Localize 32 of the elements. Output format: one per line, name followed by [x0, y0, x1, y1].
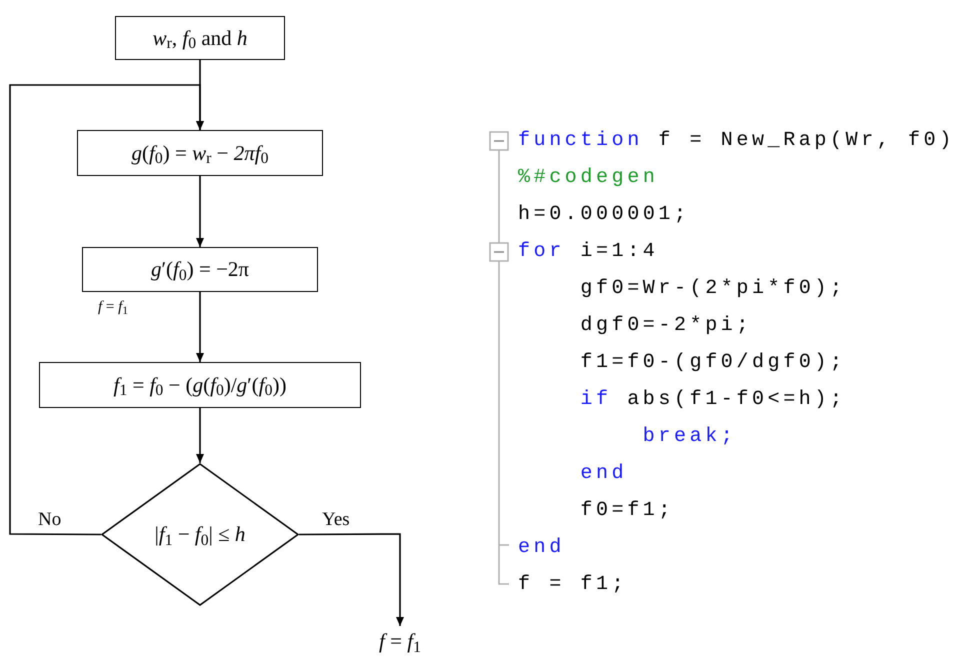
edge-label: f = f$_{1}$	[98, 300, 128, 315]
code-text: for	[518, 242, 565, 262]
process-box	[115, 16, 285, 60]
formula-text: |f$_{1}$ − f$_{0}$| ≤ h	[154, 524, 246, 545]
code-text: f0=f1;	[580, 501, 674, 521]
arrow	[196, 292, 204, 362]
arrow	[299, 533, 404, 626]
code-text: h=0.000001;	[518, 205, 690, 225]
process-box	[39, 362, 361, 408]
code-text: i=1:4	[580, 242, 658, 262]
formula-text: w$_{r}$, f$_{0}$ and h	[152, 28, 248, 48]
code-text: gf0=Wr-(2*pi*f0);	[580, 279, 846, 299]
code-text: %#codegen	[518, 168, 658, 188]
arrow	[196, 176, 204, 247]
process-box	[82, 247, 318, 292]
code-text: end	[518, 538, 565, 558]
formula-text: g′(f$_{0}$) = −2π	[150, 259, 250, 280]
code-text: function	[518, 131, 643, 151]
formula-text: g(f$_{0}$) = w$_{r}$ − 2πf$_{0}$	[132, 142, 268, 164]
code-text: if	[580, 390, 612, 410]
formula-text: f$_{1}$ = f$_{0}$ − (g(f$_{0}$)/g′(f$_{0}$))	[114, 374, 286, 396]
arrow	[9, 84, 204, 536]
code-text: break;	[642, 427, 736, 447]
code-text: end	[580, 464, 628, 484]
code-text: dgf0=-2*pi;	[580, 316, 752, 336]
process-box	[77, 130, 323, 176]
code-text: f1=f0-(gf0/dgf0);	[580, 353, 846, 373]
arrow	[196, 408, 204, 463]
code-text: abs(f1-f0<=h);	[627, 390, 846, 410]
code-text: f = New_Rap(Wr, f0)	[658, 131, 955, 151]
code-text: f = f1;	[518, 575, 628, 595]
result-text: f = f$_{1}$	[360, 626, 440, 656]
